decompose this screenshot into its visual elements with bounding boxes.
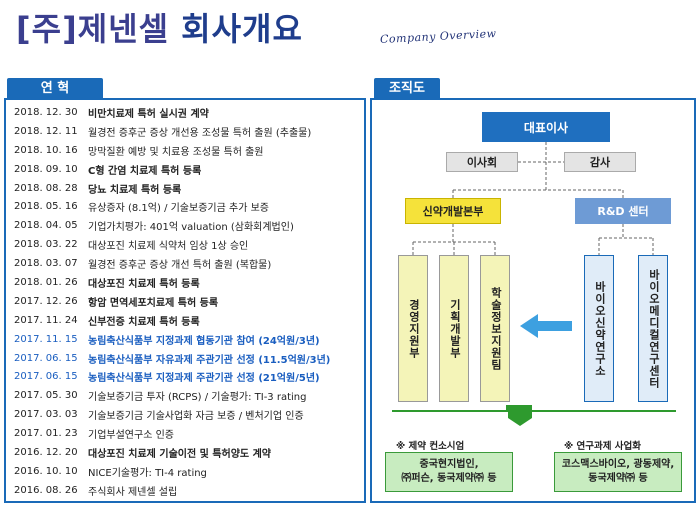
history-date: 2016. 08. 26 [14,484,78,496]
team-bio-medical-center: 바이오메디컬연구센터 [638,255,668,402]
history-date: 2018. 12. 30 [14,106,78,118]
history-row: 2017. 11. 15 농림축산식품부 지정과제 협동기관 참여 (24억원/3… [14,330,364,349]
history-date: 2017. 11. 24 [14,314,78,326]
history-text: 농림축산식품부 지정과제 협동기관 참여 (24억원/3년) [88,335,320,347]
title-company-name: 제넨셀 [77,10,170,48]
title-rest: 회사개요 [169,10,303,48]
history-tab: 연 혁 [7,78,103,100]
history-row: 2018. 09. 10 C형 간염 치료제 특허 등록 [14,160,364,179]
history-text: 기술보증기금 기술사업화 자금 보증 / 벤처기업 인증 [88,411,304,423]
history-text: NICE기술평가: TI-4 rating [88,467,207,479]
research-note: ※ 연구과제 사업화 [564,441,642,452]
history-text: 비만치료제 특허 실시권 계약 [88,108,209,120]
history-text: 농림축산식품부 지정과제 주관기관 선정 (21억원/5년) [88,373,320,385]
history-row: 2018. 03. 07 월경전 증후군 증상 개선 특허 출원 (복합물) [14,254,364,273]
history-text: 월경전 증후군 증상 개선 특허 출원 (복합물) [88,260,272,272]
history-row: 2017. 05. 30 기술보증기금 투자 (RCPS) / 기술평가: TI-… [14,386,364,405]
history-row: 2018. 04. 05 기업가치평가: 401억 valuation (삼화회계… [14,216,364,235]
down-arrow-icon [392,405,676,426]
team-planning-development: 기획개발부 [439,255,469,402]
history-text: 신부전증 치료제 특허 등록 [88,316,200,328]
history-date: 2018. 01. 26 [14,276,78,288]
audit-box: 감사 [564,152,636,172]
history-row: 2017. 11. 24 신부전증 치료제 특허 등록 [14,311,364,330]
page-subtitle: Company Overview [379,26,497,47]
history-row: 2016. 10. 10 NICE기술평가: TI-4 rating [14,462,364,481]
history-row: 2018. 08. 28 당뇨 치료제 특허 등록 [14,179,364,198]
research-partners-line-2: 동국제약㈜ 등 [588,473,648,484]
history-date: 2018. 03. 07 [14,258,78,270]
team-academic-info: 학술정보지원팀 [480,255,510,402]
history-date: 2018. 08. 28 [14,182,78,194]
research-partners-box: 코스맥스바이오, 광동제약, 동국제약㈜ 등 [554,452,682,492]
team-bio-new-drug-lab: 바이오신약연구소 [584,255,614,402]
history-date: 2018. 04. 05 [14,220,78,232]
history-date: 2016. 12. 20 [14,446,78,458]
history-row: 2017. 06. 15 농림축산식품부 자유과제 주관기관 선정 (11.5억원… [14,349,364,368]
history-text: 당뇨 치료제 특허 등록 [88,184,182,196]
rd-center-box: R&D 센터 [575,198,671,224]
history-row: 2017. 01. 23 기업부설연구소 인증 [14,424,364,443]
history-row: 2018. 12. 30 비만치료제 특허 실시권 계약 [14,103,364,122]
history-date: 2018. 09. 10 [14,163,78,175]
history-text: 농림축산식품부 자유과제 주관기관 선정 (11.5억원/3년) [88,354,331,366]
history-row: 2018. 10. 16 망막질환 예방 및 치료용 조성물 특허 출원 [14,141,364,160]
title-bracket: [주] [16,10,78,48]
history-date: 2017. 03. 03 [14,409,78,421]
history-date: 2017. 11. 15 [14,333,78,345]
history-text: 항암 면역세포치료제 특허 등록 [88,297,219,309]
history-row: 2018. 03. 22 대상포진 치료제 식약처 임상 1상 승인 [14,235,364,254]
history-panel: 2018. 12. 30 비만치료제 특허 실시권 계약 2018. 12. 11 월… [4,98,366,503]
org-connectors [392,142,676,426]
history-text: 월경전 증후군 증상 개선용 조성물 특허 출원 (추출물) [88,127,312,139]
history-date: 2017. 06. 15 [14,352,78,364]
history-date: 2018. 12. 11 [14,125,78,137]
history-date: 2017. 12. 26 [14,295,78,307]
history-date: 2017. 06. 15 [14,371,78,383]
history-date: 2018. 03. 22 [14,239,78,251]
history-row: 2016. 12. 20 대상포진 치료제 기술이전 및 특허양도 계약 [14,443,364,462]
research-partners-line-1: 코스맥스바이오, 광동제약, [561,459,675,470]
history-date: 2017. 01. 23 [14,428,78,440]
history-text: 망막질환 예방 및 치료용 조성물 특허 출원 [88,146,264,158]
history-date: 2016. 10. 10 [14,465,78,477]
history-row: 2018. 05. 16 유상증자 (8.1억) / 기술보증기금 추가 보증 [14,197,364,216]
history-row: 2016. 08. 26 주식회사 제넨셀 설립 [14,481,364,500]
history-text: C형 간염 치료제 특허 등록 [88,165,202,177]
history-row: 2017. 06. 15 농림축산식품부 지정과제 주관기관 선정 (21억원/5… [14,367,364,386]
cro-partners-line-2: ㈜퍼슨, 동국제약㈜ 등 [401,473,497,484]
org-chart-panel: 대표이사 이사회 감사 신약개발본부 R&D 센터 경영지원부 기획개발부 학술… [370,98,696,503]
team-management-support: 경영지원부 [398,255,428,402]
history-row: 2018. 12. 11 월경전 증후군 증상 개선용 조성물 특허 출원 (추출… [14,122,364,141]
org-chart-tab: 조직도 [374,78,440,100]
history-text: 주식회사 제넨셀 설립 [88,486,178,498]
cro-partners-box: 중국현지법인, ㈜퍼슨, 동국제약㈜ 등 [385,452,513,492]
cro-partners-line-1: 중국현지법인, [419,459,479,470]
history-text: 기업가치평가: 401억 valuation (삼화회계법인) [88,222,294,234]
history-text: 유상증자 (8.1억) / 기술보증기금 추가 보증 [88,203,269,215]
new-drug-division-box: 신약개발본부 [405,198,501,224]
history-text: 기업부설연구소 인증 [88,430,174,442]
history-text: 대상포진 치료제 특허 등록 [88,278,200,290]
history-list: 2018. 12. 30 비만치료제 특허 실시권 계약 2018. 12. 11 월… [14,103,364,500]
history-row: 2018. 01. 26 대상포진 치료제 특허 등록 [14,273,364,292]
history-text: 기술보증기금 투자 (RCPS) / 기술평가: TI-3 rating [88,392,307,404]
left-arrow-icon [520,314,572,338]
history-date: 2018. 05. 16 [14,201,78,213]
history-text: 대상포진 치료제 식약처 임상 1상 승인 [88,241,249,253]
history-row: 2017. 12. 26 항암 면역세포치료제 특허 등록 [14,292,364,311]
cro-note: ※ 제약 컨소시엄 [396,441,465,452]
history-date: 2018. 10. 16 [14,144,78,156]
board-box: 이사회 [446,152,518,172]
page-title: [주]제넨셀 회사개요 [16,4,303,50]
history-text: 대상포진 치료제 기술이전 및 특허양도 계약 [88,448,272,460]
ceo-box: 대표이사 [482,112,610,142]
history-row: 2017. 03. 03 기술보증기금 기술사업화 자금 보증 / 벤처기업 인증 [14,405,364,424]
history-date: 2017. 05. 30 [14,390,78,402]
